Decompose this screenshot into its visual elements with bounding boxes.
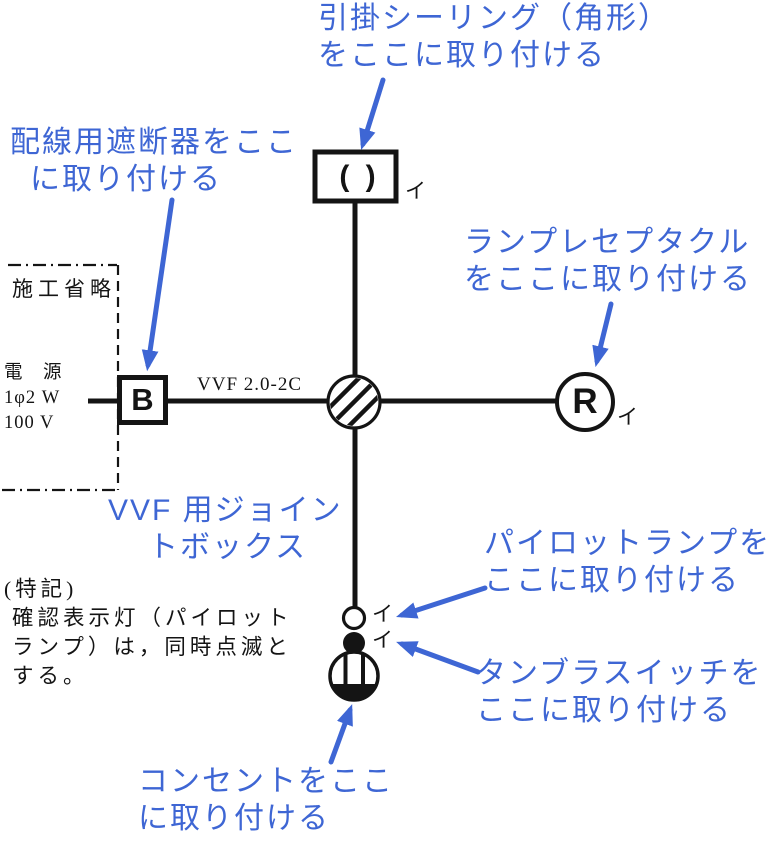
- pilot-lamp-annotation-line2: ここに取り付ける: [484, 564, 740, 597]
- ceiling-annotation-line1: 引掛シーリング（角形）: [318, 2, 670, 35]
- construction-omitted-label: 施工省略: [12, 277, 116, 301]
- branch-mark-switch: イ: [372, 628, 393, 652]
- arrow-to-outlet: [328, 704, 353, 765]
- joint-box-symbol: [326, 374, 382, 430]
- arrow-to-ceiling: [359, 77, 386, 151]
- breaker-letter: B: [131, 381, 154, 417]
- receptacle-annotation: ランプレセプタクル をここに取り付ける: [464, 224, 752, 298]
- outlet-annotation-line1: コンセントをここ: [138, 765, 394, 798]
- outlet-annotation: コンセントをここ に取り付ける: [138, 763, 394, 837]
- special-note-line2: ランプ）は，同時点滅と: [12, 635, 292, 659]
- outlet-symbol: [328, 650, 380, 702]
- breaker-annotation-line2: に取り付ける: [30, 163, 222, 196]
- tumbler-switch-annotation-line1: タンブラスイッチを: [476, 657, 763, 690]
- pilot-lamp-annotation: パイロットランプを ここに取り付ける: [484, 525, 771, 599]
- special-note: (特記) 確認表示灯（パイロット ランプ）は，同時点滅と する。: [4, 575, 293, 691]
- receptacle-annotation-line2: をここに取り付ける: [464, 263, 752, 296]
- cable-label: VVF 2.0-2C: [197, 374, 303, 395]
- ceiling-fixture-symbol: [312, 149, 399, 204]
- joint-box-annotation: VVF 用ジョイン トボックス: [108, 492, 343, 566]
- joint-box-annotation-line2: トボックス: [148, 531, 308, 564]
- special-note-title: (特記): [4, 577, 78, 601]
- pilot-lamp-symbol: [341, 605, 367, 631]
- special-note-line3: する。: [12, 664, 89, 688]
- receptacle-symbol: [555, 372, 615, 432]
- pilot-lamp-annotation-line1: パイロットランプを: [484, 527, 772, 560]
- branch-mark-ceiling: イ: [405, 179, 426, 203]
- joint-box-annotation-line1: VVF 用ジョイン: [108, 494, 343, 527]
- branch-mark-pilot-lamp: イ: [372, 602, 393, 626]
- arrow-to-switch: [396, 641, 481, 675]
- switch-symbol: [343, 632, 365, 654]
- special-note-line1: 確認表示灯（パイロット: [12, 606, 293, 630]
- ceiling-annotation-line2: をここに取り付ける: [318, 39, 606, 72]
- power-source-line3: 100 V: [4, 413, 55, 433]
- tumbler-switch-annotation: タンブラスイッチを ここに取り付ける: [476, 655, 763, 729]
- receptacle-letter: R: [572, 382, 598, 421]
- power-source-label: 電 源 1φ2 W 100 V: [4, 361, 63, 436]
- power-source-line1: 電 源: [4, 363, 63, 383]
- breaker-annotation-line1: 配線用遮断器をここ: [10, 126, 298, 159]
- receptacle-annotation-line1: ランプレセプタクル: [464, 226, 751, 259]
- arrow-to-receptacle: [592, 301, 614, 368]
- ceiling-fixture-glyph: ( ): [339, 159, 380, 193]
- arrow-to-breaker: [141, 197, 175, 372]
- arrow-to-pilot-lamp: [396, 585, 488, 619]
- outlet-annotation-line2: に取り付ける: [138, 802, 330, 835]
- branch-mark-receptacle: イ: [617, 405, 638, 429]
- breaker-symbol: [117, 375, 168, 425]
- tumbler-switch-annotation-line2: ここに取り付ける: [476, 694, 732, 727]
- breaker-annotation: 配線用遮断器をここ に取り付ける: [10, 124, 298, 198]
- power-source-line2: 1φ2 W: [4, 388, 61, 408]
- ceiling-annotation: 引掛シーリング（角形） をここに取り付ける: [318, 0, 670, 74]
